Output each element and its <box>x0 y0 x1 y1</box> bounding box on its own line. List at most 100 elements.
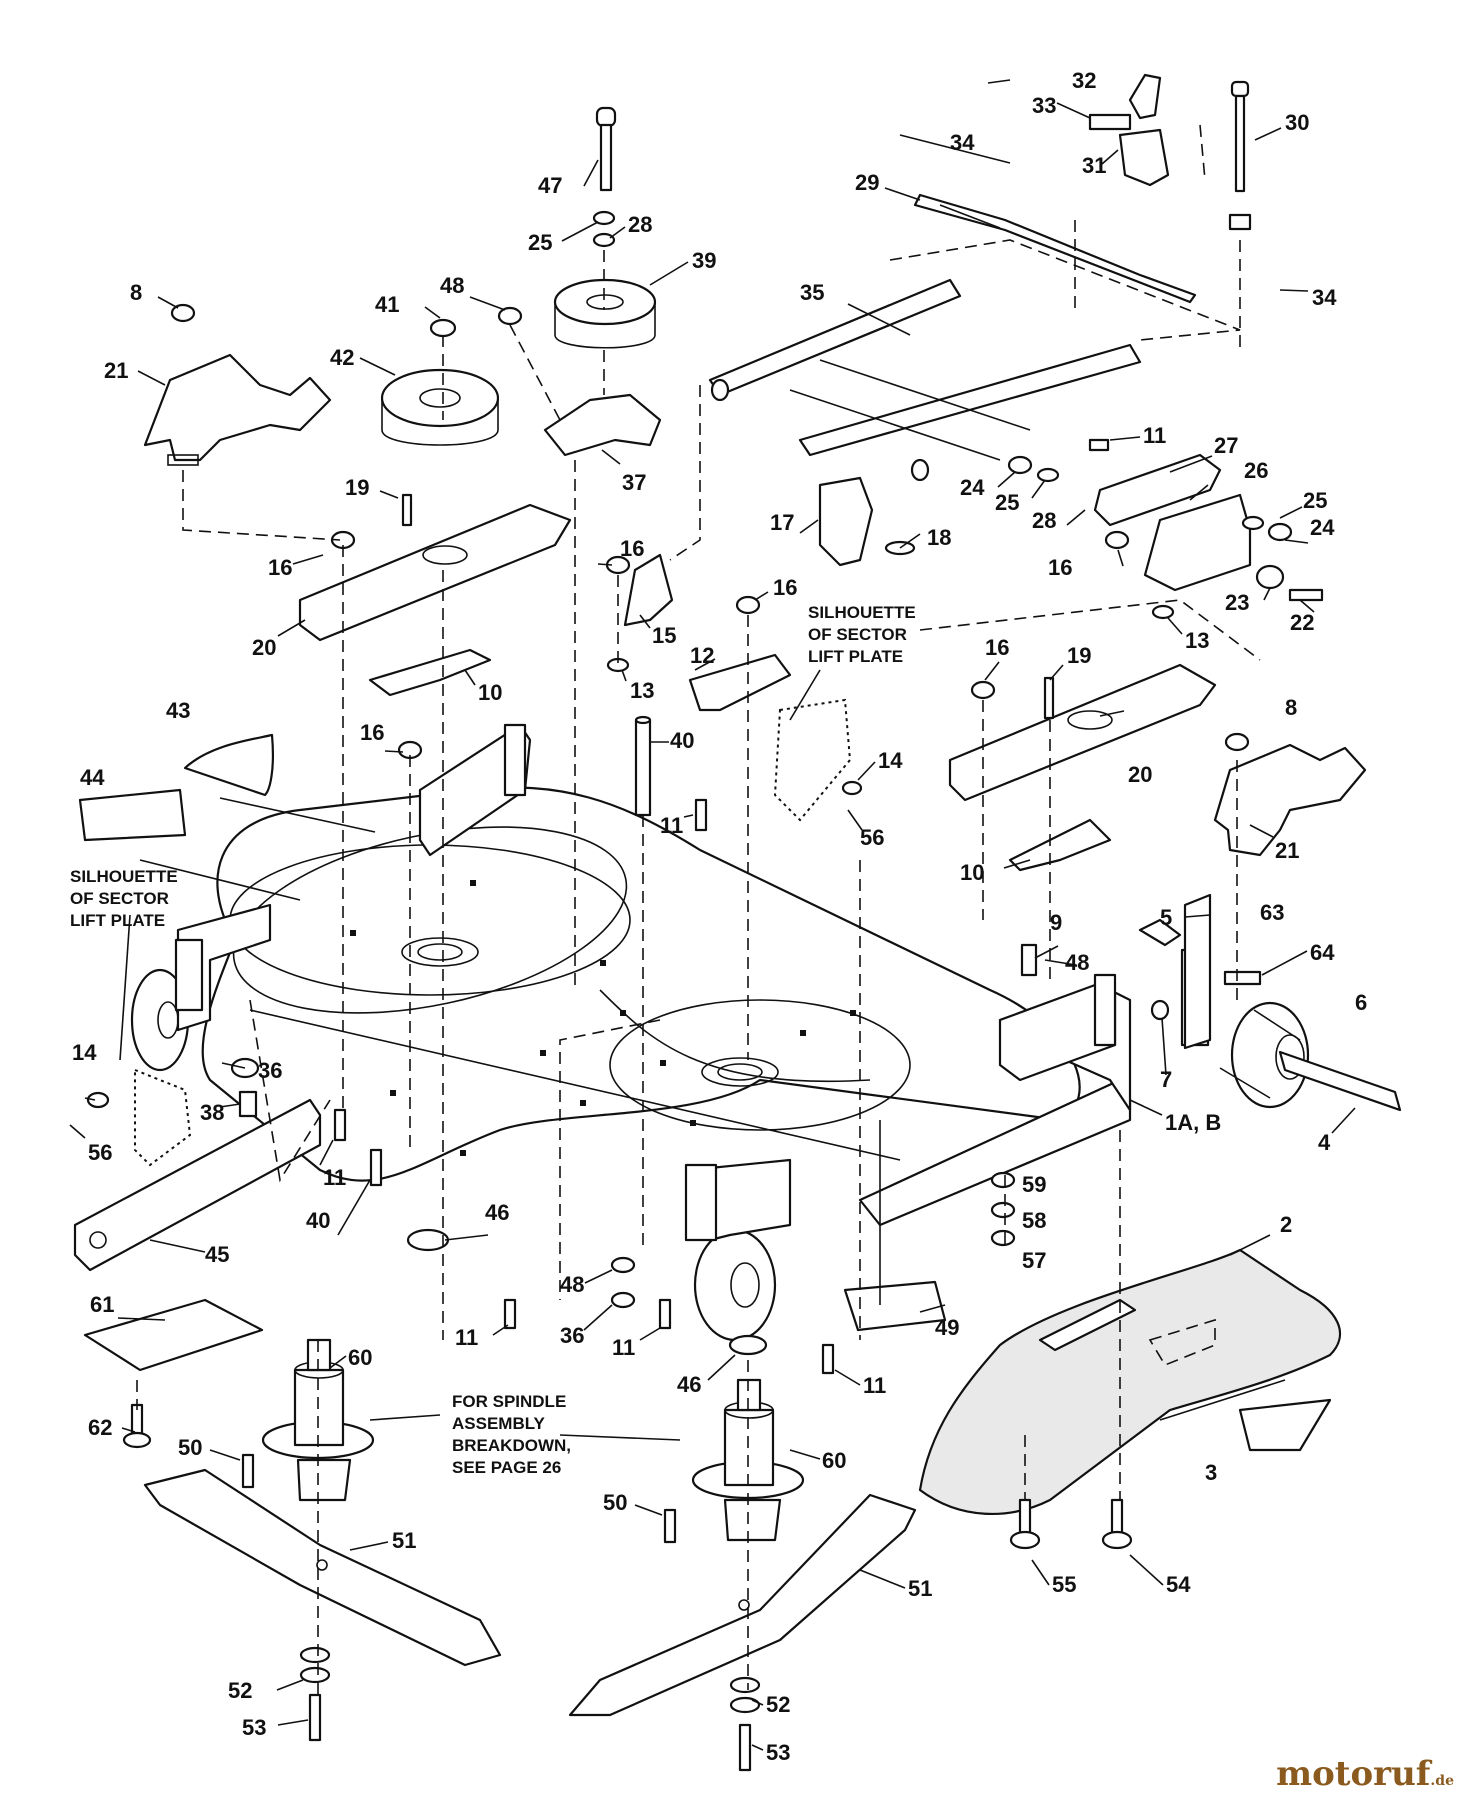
callout-51b: 51 <box>908 1576 932 1601</box>
callout-16f: 16 <box>1048 555 1072 580</box>
decal-44 <box>78 788 187 842</box>
note-line: OF SECTOR <box>70 889 169 908</box>
callout-34b: 34 <box>1312 285 1337 310</box>
right-gauge-wheel <box>1180 948 1402 1112</box>
callout-64: 64 <box>1310 940 1335 965</box>
callout-18: 18 <box>927 525 951 550</box>
note-line: SEE PAGE 26 <box>452 1458 561 1477</box>
callout-12: 12 <box>690 643 714 668</box>
callout-23: 23 <box>1225 590 1249 615</box>
callout-16d: 16 <box>360 720 384 745</box>
watermark-suffix: .de <box>1430 1773 1454 1789</box>
callout-11e: 11 <box>612 1335 635 1360</box>
callout-15: 15 <box>652 623 676 648</box>
callout-60b: 60 <box>822 1448 846 1473</box>
bracket-17 <box>818 476 874 567</box>
callout-48: 48 <box>440 273 464 298</box>
callout-39: 39 <box>692 248 716 273</box>
callout-9: 9 <box>1050 910 1062 935</box>
pulley-plate-20-right <box>948 663 1217 802</box>
callout-1ab: 1A, B <box>1165 1110 1221 1135</box>
callout-50a: 50 <box>178 1435 202 1460</box>
callout-49: 49 <box>935 1315 959 1340</box>
watermark-name: motoruf <box>1276 1754 1431 1794</box>
callout-5: 5 <box>1160 905 1172 930</box>
decal-61 <box>83 1298 264 1372</box>
callout-56b: 56 <box>88 1140 112 1165</box>
callout-10a: 10 <box>478 680 502 705</box>
note-line: LIFT PLATE <box>808 647 903 666</box>
callout-32: 32 <box>1072 68 1096 93</box>
callout-21b: 21 <box>1275 838 1299 863</box>
callout-11b: 11 <box>660 813 683 838</box>
lift-plate-26-27 <box>1093 453 1252 592</box>
callout-38: 38 <box>200 1100 224 1125</box>
callout-43: 43 <box>166 698 190 723</box>
silhouette-left <box>134 1068 192 1167</box>
bolt-47 <box>595 106 617 192</box>
callout-11a: 11 <box>1143 423 1166 448</box>
callout-55: 55 <box>1052 1572 1076 1597</box>
callout-20a: 20 <box>252 635 276 660</box>
callout-47: 47 <box>538 173 562 198</box>
left-lift-bracket <box>418 723 532 857</box>
callout-6: 6 <box>1355 990 1367 1015</box>
pointer-arrows <box>119 669 1286 1441</box>
callout-17: 17 <box>770 510 794 535</box>
pulley-42 <box>380 368 500 446</box>
callout-14b: 14 <box>72 1040 97 1065</box>
callout-60a: 60 <box>348 1345 372 1370</box>
callout-42: 42 <box>330 345 354 370</box>
callout-50b: 50 <box>603 1490 627 1515</box>
note-line: OF SECTOR <box>808 625 907 644</box>
callout-25c: 25 <box>995 490 1019 515</box>
hanger-bracket-21-left <box>143 353 332 466</box>
callout-27: 27 <box>1214 433 1238 458</box>
callout-46b: 46 <box>677 1372 701 1397</box>
callout-16a: 16 <box>268 555 292 580</box>
discharge-chute <box>918 1248 1341 1516</box>
callout-53a: 53 <box>242 1715 266 1740</box>
note-line: SILHOUETTE <box>70 867 178 886</box>
callout-34a: 34 <box>950 130 975 155</box>
callout-48c: 48 <box>560 1272 584 1297</box>
blade-51-right <box>568 1493 917 1717</box>
bracket-15 <box>623 553 674 627</box>
callout-40a: 40 <box>670 728 694 753</box>
front-link-35 <box>708 278 1142 482</box>
silhouette-right <box>773 698 852 822</box>
callout-36b: 36 <box>560 1323 584 1348</box>
callout-11d: 11 <box>455 1325 478 1350</box>
callout-53b: 53 <box>766 1740 790 1765</box>
decal-49 <box>843 1280 947 1332</box>
callout-14a: 14 <box>878 748 903 773</box>
assembly-guide-lines <box>136 124 1261 1700</box>
callout-41: 41 <box>375 292 399 317</box>
lift-link-29 <box>913 193 1197 304</box>
left-caster-assembly <box>130 903 272 1072</box>
callout-7: 7 <box>1160 1067 1172 1092</box>
callout-28: 28 <box>628 212 652 237</box>
callout-40b: 40 <box>306 1208 330 1233</box>
pulley-plate-20-left <box>298 503 572 642</box>
callout-11c: 11 <box>323 1165 346 1190</box>
callout-16b: 16 <box>620 536 644 561</box>
callout-3: 3 <box>1205 1460 1217 1485</box>
callout-10b: 10 <box>960 860 984 885</box>
callout-16e: 16 <box>985 635 1009 660</box>
callout-8: 8 <box>130 280 142 305</box>
callout-8b: 8 <box>1285 695 1297 720</box>
callout-37: 37 <box>622 470 646 495</box>
callout-48b: 48 <box>1065 950 1089 975</box>
callout-2: 2 <box>1280 1212 1292 1237</box>
callout-51a: 51 <box>392 1528 416 1553</box>
callout-30: 30 <box>1285 110 1309 135</box>
callout-25b: 25 <box>1303 488 1327 513</box>
pin-clip-32-31-33 <box>1088 73 1170 187</box>
callout-19a: 19 <box>345 475 369 500</box>
deck-holes <box>350 880 856 1156</box>
callout-20b: 20 <box>1128 762 1152 787</box>
callout-36a: 36 <box>258 1058 282 1083</box>
callout-31: 31 <box>1082 153 1106 178</box>
note-line: LIFT PLATE <box>70 911 165 930</box>
